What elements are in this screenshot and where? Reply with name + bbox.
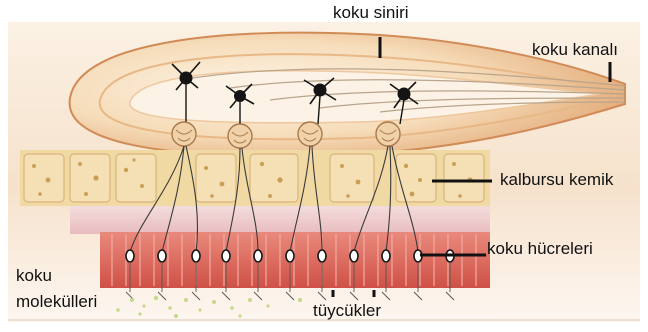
label-odor-molecules-line2: molekülleri: [16, 292, 97, 312]
label-odor-molecules-line1: koku: [16, 266, 52, 286]
label-olfactory-cells: koku hücreleri: [487, 239, 593, 259]
label-ethmoid-bone: kalbursu kemik: [500, 170, 613, 190]
pink-layer: [70, 206, 490, 234]
bone-blocks: [24, 154, 484, 202]
label-olfactory-canal: koku kanalı: [532, 40, 618, 60]
label-cilia: tüycükler: [313, 301, 381, 321]
label-olfactory-nerve: koku siniri: [333, 3, 409, 23]
